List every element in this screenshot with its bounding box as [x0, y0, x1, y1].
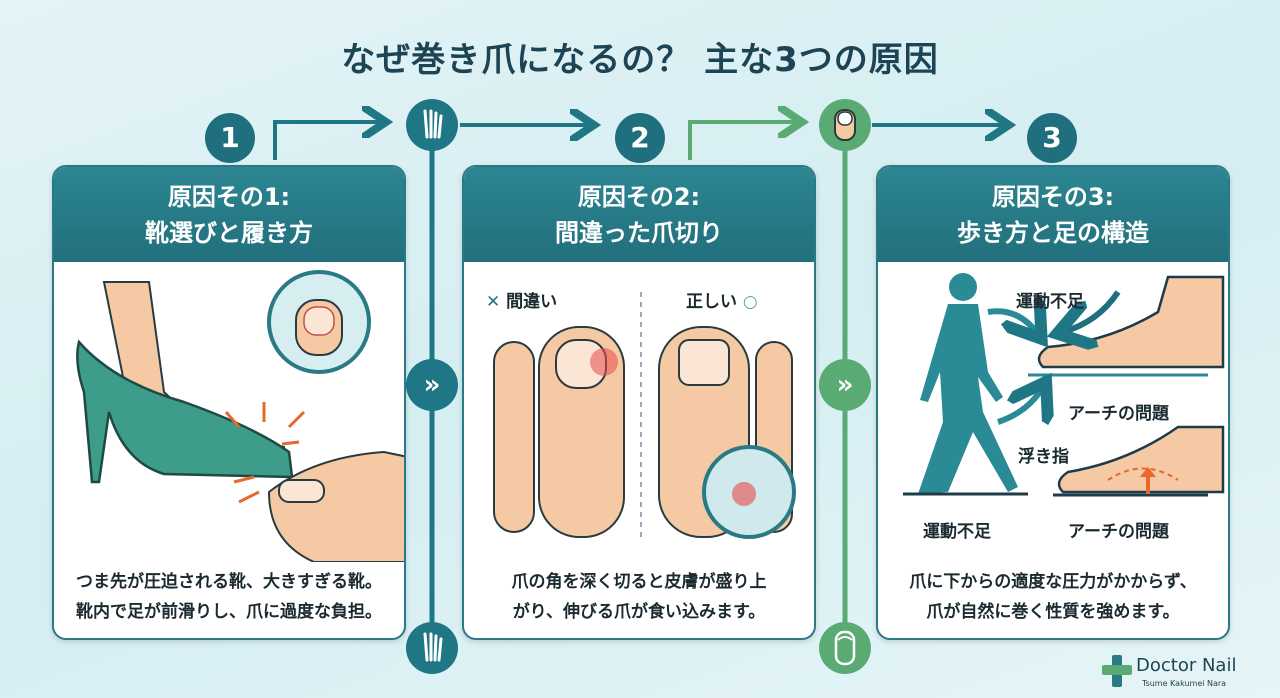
desc-line: 爪が自然に巻く性質を強めます。 — [926, 602, 1180, 622]
foot-bones-icon — [406, 99, 458, 151]
brand-name: Doctor Nail — [1136, 655, 1237, 676]
wrong-label: ✕ 間違い — [486, 287, 557, 312]
desc-line: がり、伸びる爪が食い込みます。 — [512, 602, 766, 622]
wrong-text: 間違い — [506, 292, 558, 312]
desc-line: つま先が圧迫される靴、大きすぎる靴。 — [76, 572, 382, 592]
label-lack-of-exercise: 運動不足 — [923, 522, 991, 542]
desc-line: 靴内で足が前滑りし、爪に過度な負担。 — [76, 602, 382, 622]
circle-icon: ○ — [737, 292, 758, 312]
medical-cross-icon — [1102, 655, 1132, 687]
step-number-2: 2 — [615, 113, 665, 163]
cause-card-header: 原因その1: 靴選びと履き方 — [54, 167, 404, 262]
cause-card-header: 原因その2: 間違った爪切り — [464, 167, 814, 262]
label-lack-of-exercise: 運動不足 — [1016, 292, 1084, 312]
chevron-right-icon: » — [819, 359, 871, 411]
desc-line: 爪の角を深く切ると皮膚が盛り上 — [511, 572, 767, 592]
chevron-right-icon: » — [406, 359, 458, 411]
cross-icon: ✕ — [486, 292, 507, 312]
shoe-illustration — [76, 270, 404, 562]
step-number-3: 3 — [1027, 113, 1077, 163]
nail-icon — [819, 99, 871, 151]
cause-description: 爪に下からの適度な圧力がかからず、 爪が自然に巻く性質を強めます。 — [878, 567, 1228, 627]
cause-description: つま先が圧迫される靴、大きすぎる靴。 靴内で足が前滑りし、爪に過度な負担。 — [54, 567, 404, 627]
cause-label: 原因その3: — [991, 183, 1115, 211]
nail-clipping-illustration — [493, 292, 796, 539]
cause-card-2: 原因その2: 間違った爪切り ✕ 間違い 正しい ○ 爪の角を深く切ると皮膚が盛… — [462, 165, 816, 640]
cause-label: 原因その1: — [167, 183, 291, 211]
label-arch-problem: アーチの問題 — [1068, 522, 1169, 542]
brand-tagline: Tsume Kakumei Nara — [1142, 679, 1227, 688]
cause-card-1: 原因その1: 靴選びと履き方 つま先が圧迫される靴、大きすぎる靴。 靴内で足が前… — [52, 165, 406, 640]
cause-title: 歩き方と足の構造 — [957, 219, 1149, 247]
cause-title: 間違った爪切り — [555, 219, 723, 247]
right-label: 正しい ○ — [686, 287, 758, 312]
desc-line: 爪に下からの適度な圧力がかからず、 — [909, 572, 1197, 592]
page-title: なぜ巻き爪になるの？ 主な3つの原因 — [341, 40, 939, 80]
cause-card-header: 原因その3: 歩き方と足の構造 — [878, 167, 1228, 262]
cause-title: 靴選びと履き方 — [145, 219, 313, 247]
cause-label: 原因その2: — [577, 183, 701, 211]
label-floating-toe: 浮き指 — [1018, 447, 1069, 467]
foot-bones-icon — [406, 622, 458, 674]
walking-foot-illustration — [903, 273, 1225, 497]
label-arch-problem: アーチの問題 — [1068, 404, 1169, 424]
step-number-1: 1 — [205, 113, 255, 163]
cause-card-3: 原因その3: 歩き方と足の構造 運動不足 アーチの問題 浮き指 運動不足 アーチ… — [876, 165, 1230, 640]
cause-description: 爪の角を深く切ると皮膚が盛り上 がり、伸びる爪が食い込みます。 — [464, 567, 814, 627]
right-text: 正しい — [686, 292, 737, 312]
nail-outline-icon — [819, 622, 871, 674]
